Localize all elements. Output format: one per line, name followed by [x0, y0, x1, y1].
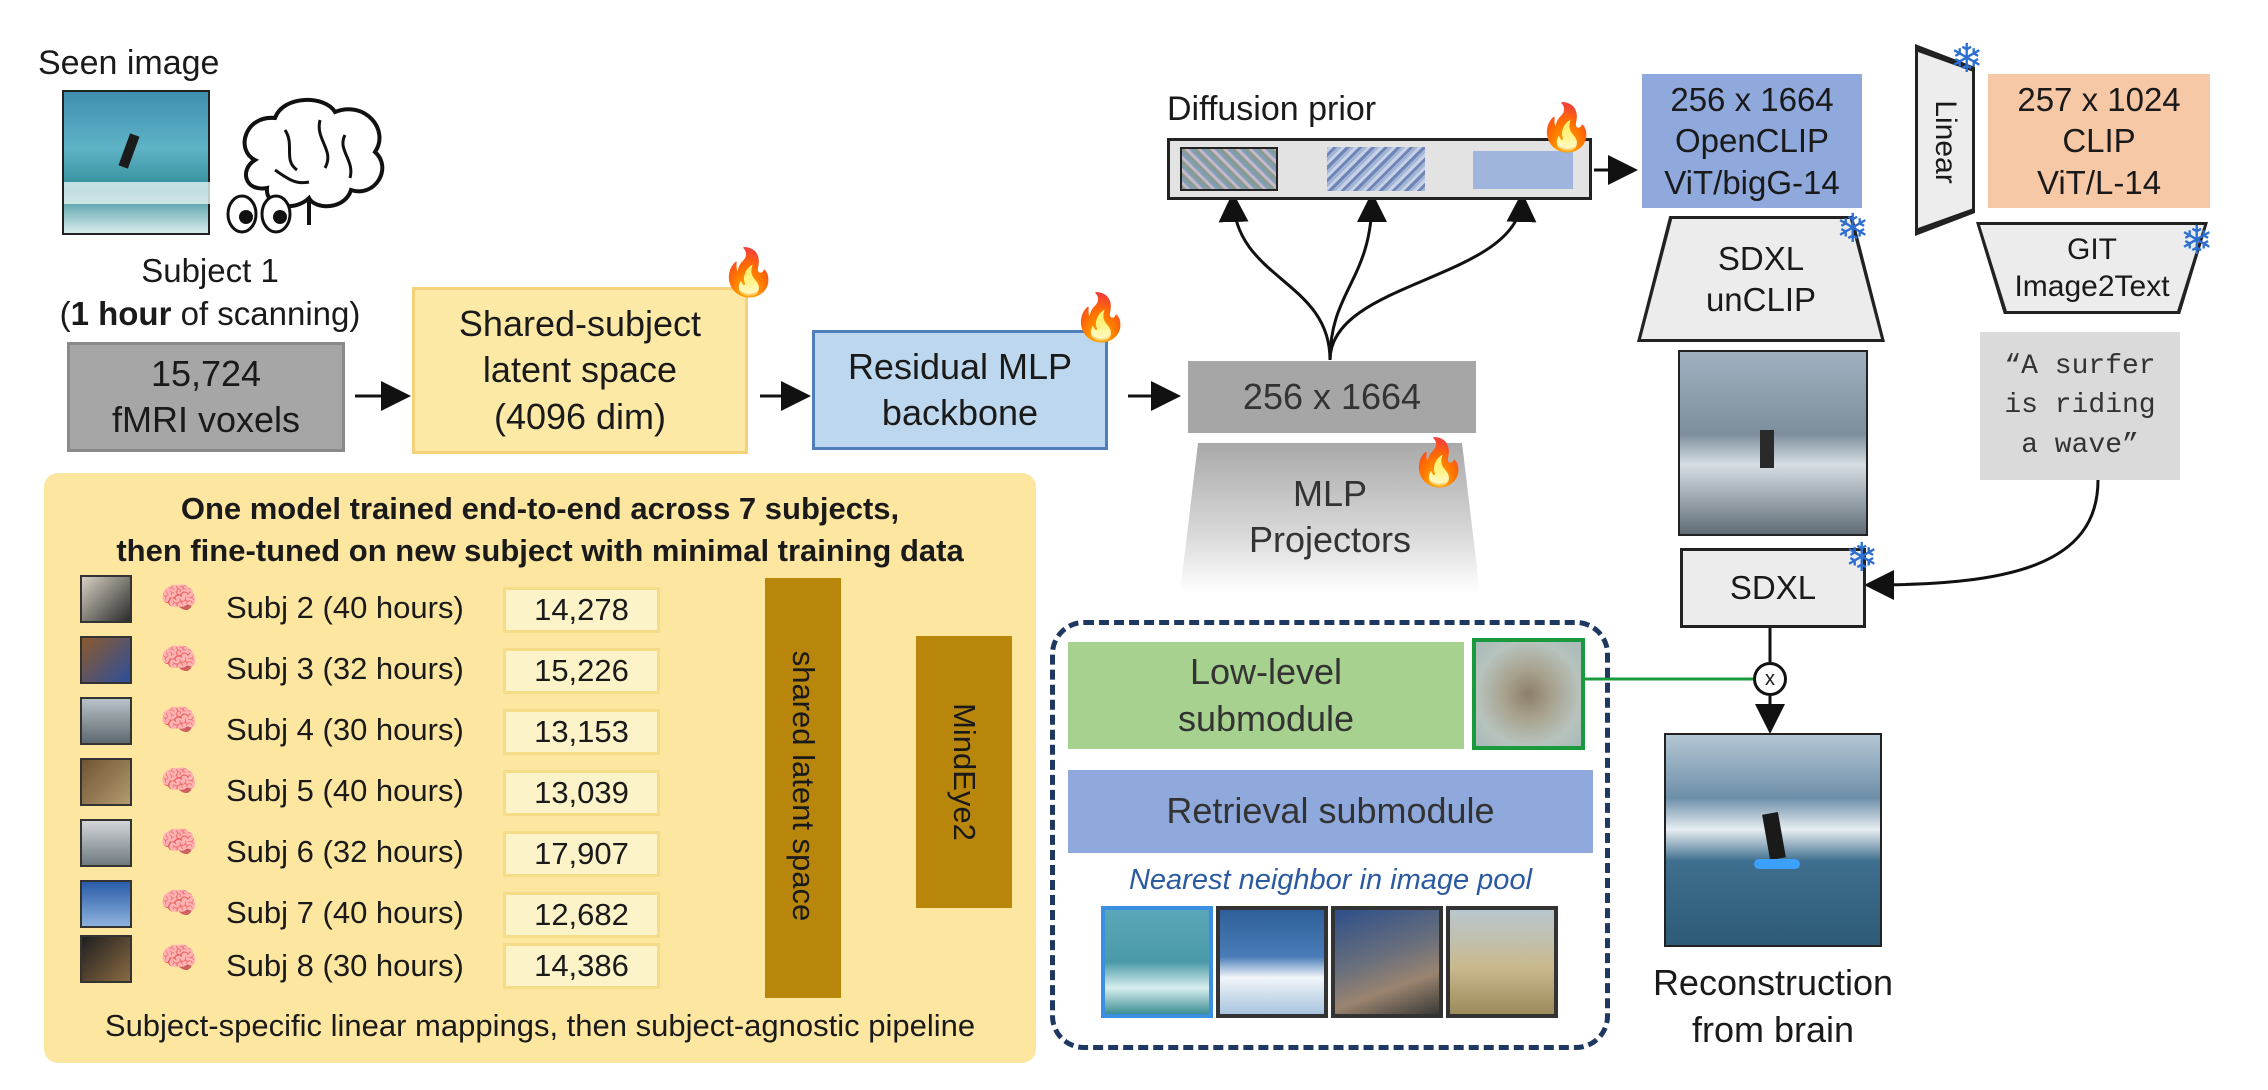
- arrow-embedding-to-prior-1: [1218, 192, 1332, 361]
- clip-embedding-box: 257 x 1024 CLIP ViT/L-14: [1988, 74, 2210, 208]
- subject-voxel-count: 15,226: [503, 648, 660, 694]
- subject-thumbnail: [80, 935, 132, 983]
- subject-voxel-count: 12,682: [503, 892, 660, 938]
- trainable-fire-icon: 🔥: [1410, 436, 1468, 488]
- mindeye2-bar: [916, 636, 1012, 908]
- training-panel-heading: One model trained end-to-end across 7 su…: [116, 491, 964, 568]
- arrow-embedding-to-prior-3: [1328, 192, 1537, 361]
- shared-latent-space-bar: [765, 578, 841, 998]
- unclip-output-image: [1678, 350, 1868, 536]
- trainable-fire-icon: 🔥: [1538, 101, 1596, 153]
- mlp-projectors-shape: [1180, 443, 1480, 593]
- brain-eyes-icon: 🧠: [160, 826, 198, 859]
- subject-thumbnail: [80, 575, 132, 623]
- subject-thumbnail: [80, 819, 132, 867]
- subject1-scan-hours: 1 hour: [70, 294, 172, 332]
- noise-latent-1: [1180, 147, 1278, 191]
- seen-image-photo: [62, 90, 210, 235]
- brain-eyes-icon: 🧠: [160, 942, 198, 975]
- brain-icon: [242, 98, 385, 225]
- embedding-box: 256 x 1664: [1188, 361, 1476, 433]
- trainable-fire-icon: 🔥: [720, 246, 778, 298]
- nearest-neighbor-image-3: [1331, 906, 1443, 1018]
- frozen-snowflake-icon: ❄: [2180, 219, 2214, 263]
- subject-thumbnail: [80, 636, 132, 684]
- subject-label: Subj 3 (32 hours): [226, 651, 464, 686]
- nearest-neighbor-caption: Nearest neighbor in image pool: [1128, 864, 1533, 896]
- sdxl-unclip-label: SDXL unCLIP: [1641, 219, 1881, 339]
- fmri-voxels-box: 15,724 fMRI voxels: [67, 342, 345, 452]
- frozen-snowflake-icon: ❄: [1836, 207, 1870, 251]
- brain-eyes-icon: 🧠: [160, 887, 198, 920]
- arrow-caption-to-sdxl: [1864, 479, 2100, 600]
- shared-subject-latent-box: Shared-subject latent space (4096 dim): [412, 287, 748, 454]
- subject-thumbnail: [80, 880, 132, 928]
- subject-label: Subj 6 (32 hours): [226, 834, 464, 869]
- subject-voxel-count: 13,039: [503, 770, 660, 816]
- frozen-snowflake-icon: ❄: [1845, 536, 1879, 580]
- retrieval-submodule-box: Retrieval submodule: [1068, 770, 1593, 853]
- shared-latent-space-label: shared latent space: [786, 650, 821, 922]
- subject-voxel-count: 14,386: [503, 943, 660, 989]
- subject-thumbnail: [80, 758, 132, 806]
- subject-label: Subj 8 (30 hours): [226, 948, 464, 983]
- subject1-name: Subject 1: [141, 252, 279, 289]
- nearest-neighbor-image-1: [1101, 906, 1213, 1018]
- subject-label: Subj 5 (40 hours): [226, 773, 464, 808]
- brain-eyes-icon: 🧠: [160, 643, 198, 676]
- generated-caption-box: “A surfer is riding a wave”: [1980, 332, 2180, 480]
- linear-label: Linear: [1929, 100, 1962, 184]
- sdxl-refiner-box: SDXL: [1680, 548, 1866, 628]
- multiply-node: x: [1753, 662, 1787, 696]
- subject-thumbnail: [80, 697, 132, 745]
- brain-eyes-icon: 🧠: [160, 704, 198, 737]
- nearest-neighbor-image-2: [1216, 906, 1328, 1018]
- lowlevel-submodule-box: Low-level submodule: [1068, 642, 1464, 749]
- openclip-embedding-box: 256 x 1664 OpenCLIP ViT/bigG-14: [1642, 74, 1862, 208]
- brain-eyes-icon: 🧠: [160, 582, 198, 615]
- reconstruction-image: [1664, 733, 1882, 947]
- mlp-projectors-label: MLP Projectors: [1248, 472, 1412, 560]
- arrow-embedding-to-prior-2: [1328, 192, 1387, 361]
- subject1-label: Subject 1 (1 hour of scanning): [40, 250, 380, 336]
- residual-mlp-backbone-box: Residual MLP backbone: [812, 330, 1108, 450]
- subject-label: Subj 2 (40 hours): [226, 590, 464, 625]
- nearest-neighbor-image-4: [1446, 906, 1558, 1018]
- lowlevel-blurry-image: [1472, 638, 1585, 750]
- subject-voxel-count: 13,153: [503, 709, 660, 755]
- seen-image-title: Seen image: [38, 44, 220, 82]
- subject-label: Subj 4 (30 hours): [226, 712, 464, 747]
- trainable-fire-icon: 🔥: [1072, 291, 1130, 343]
- noise-latent-2: [1327, 147, 1425, 191]
- brain-eyes-icon: 🧠: [160, 765, 198, 798]
- subject-voxel-count: 14,278: [503, 587, 660, 633]
- git-image2text-label: GIT Image2Text: [1980, 225, 2204, 311]
- mindeye2-label: MindEye2: [947, 703, 982, 841]
- eyes-icon: [226, 194, 292, 234]
- training-panel-footer: Subject-specific linear mappings, then s…: [104, 1008, 976, 1043]
- subject-label: Subj 7 (40 hours): [226, 895, 464, 930]
- diffusion-prior-title: Diffusion prior: [1167, 90, 1377, 128]
- reconstruction-caption: Reconstruction from brain: [1652, 962, 1894, 1050]
- diffusion-prior-box: [1167, 138, 1592, 200]
- subject1-scan: (1 hour of scanning): [59, 294, 361, 332]
- submodules-container: [1050, 620, 1610, 1050]
- frozen-snowflake-icon: ❄: [1950, 37, 1984, 81]
- clean-latent: [1473, 151, 1573, 189]
- subject-voxel-count: 17,907: [503, 831, 660, 877]
